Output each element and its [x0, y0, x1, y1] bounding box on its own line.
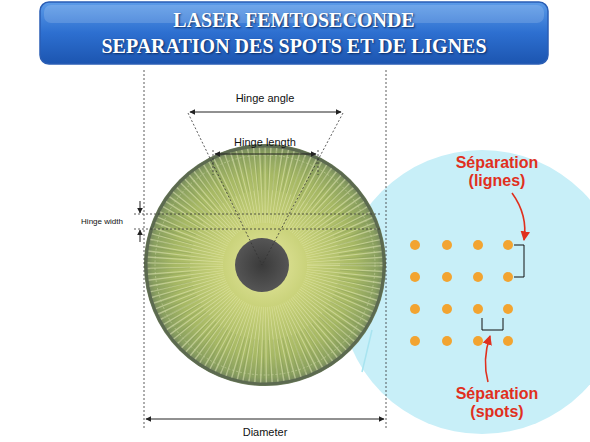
guide-line — [134, 214, 380, 215]
dimension-arrow — [215, 154, 316, 155]
title-text: LASER FEMTOSECONDE — [173, 9, 414, 32]
guide-line — [144, 70, 145, 428]
dimension-arrow — [140, 201, 141, 213]
zoom-line — [362, 330, 372, 372]
guide-line — [318, 150, 319, 175]
iris — [144, 144, 386, 386]
guide-line — [386, 70, 387, 428]
leader-arrow — [512, 193, 525, 240]
separation-bracket — [482, 318, 503, 330]
guide-line — [134, 229, 380, 230]
separation-bracket — [514, 245, 524, 277]
iris-streaks — [170, 170, 360, 360]
dimension-label: Hinge width — [81, 217, 123, 226]
guide-line — [213, 150, 214, 175]
callout-label: Séparation (spots) — [447, 385, 547, 422]
iris-rim — [146, 146, 384, 384]
dimension-label: Diameter — [243, 426, 288, 439]
dimension-label: Hinge length — [234, 136, 296, 149]
spot-grid — [410, 240, 513, 346]
dimension-arrow — [146, 419, 384, 420]
flap-outline — [155, 155, 375, 375]
leader-arrow — [485, 336, 490, 382]
dimension-arrow — [140, 230, 141, 242]
callout-label: Séparation (lignes) — [447, 154, 547, 191]
dimension-label: Hinge angle — [236, 92, 295, 105]
dimension-arrow — [190, 112, 341, 113]
subtitle-text: SEPARATION DES SPOTS ET DE LIGNES — [101, 35, 486, 58]
title-banner — [40, 2, 548, 64]
